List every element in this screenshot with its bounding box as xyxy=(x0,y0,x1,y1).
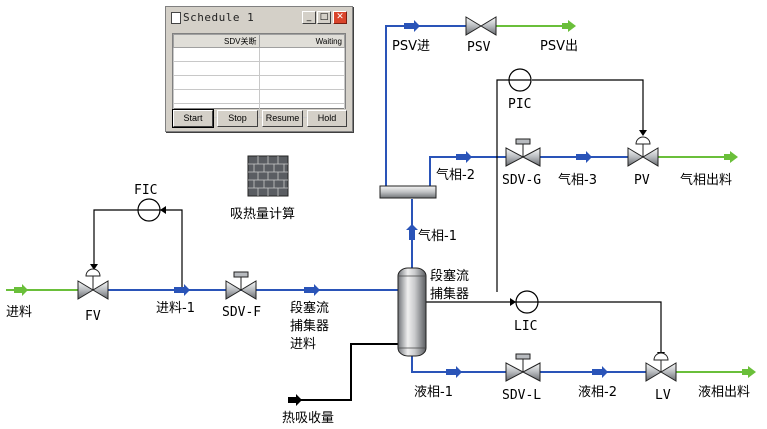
label-liquid-out: 液相出料 xyxy=(698,385,750,400)
heat-line xyxy=(293,343,398,401)
fic-output-line xyxy=(93,209,138,266)
table-header-row: SDV关断 Waiting xyxy=(173,34,345,48)
schedule-grid[interactable]: SDV关断 Waiting xyxy=(172,33,346,118)
psv-valve[interactable] xyxy=(465,16,497,36)
label-gas-out: 气相出料 xyxy=(680,172,732,188)
label-pic: PIC xyxy=(508,97,531,112)
label-gas-phase-2: 气相-2 xyxy=(436,167,475,183)
label-feed-1: 进料-1 xyxy=(156,301,195,316)
label-heat-absorbed: 热吸收量 xyxy=(282,411,334,426)
arrow-gas-out xyxy=(724,151,738,163)
document-icon xyxy=(171,12,181,24)
hold-button[interactable]: Hold xyxy=(307,110,347,127)
sdv-f-valve[interactable] xyxy=(225,271,257,300)
flow-arrows xyxy=(14,20,756,406)
label-slug-catcher-2: 捕集器 xyxy=(430,286,469,302)
table-row[interactable] xyxy=(173,47,345,62)
pic-output-line xyxy=(532,79,644,132)
arrow-gas-1 xyxy=(406,224,418,240)
schedule-title: Schedule 1 xyxy=(183,11,255,24)
schedule-window[interactable]: Schedule 1 _ □ ✕ SDV关断 Waiting Start Sto… xyxy=(165,6,353,132)
maximize-icon[interactable]: □ xyxy=(317,11,331,24)
column-header-waiting: Waiting xyxy=(258,34,345,48)
lv-valve[interactable] xyxy=(645,352,677,382)
lic-controller[interactable] xyxy=(515,290,539,314)
sdv-g-valve[interactable] xyxy=(505,138,541,167)
schedule-table: SDV关断 Waiting xyxy=(173,34,345,118)
pic-measure-line xyxy=(496,79,509,292)
table-row[interactable] xyxy=(173,61,345,76)
arrow-slug-feed xyxy=(304,284,320,296)
close-icon[interactable]: ✕ xyxy=(333,11,347,24)
label-slug-feed-3: 进料 xyxy=(290,337,316,352)
slug-catcher-vessel[interactable] xyxy=(397,267,427,357)
label-gas-phase-3: 气相-3 xyxy=(558,172,597,188)
label-liquid-2: 液相-2 xyxy=(578,385,617,400)
gas-header[interactable] xyxy=(379,185,437,199)
arrow-feed-1 xyxy=(174,284,190,296)
line-liquid-1 xyxy=(411,356,506,373)
arrow-heat xyxy=(288,394,302,406)
stop-button[interactable]: Stop xyxy=(217,110,258,127)
label-fic: FIC xyxy=(134,183,157,198)
label-lv: LV xyxy=(655,388,671,403)
arrow-feed-in xyxy=(14,284,28,296)
pic-controller[interactable] xyxy=(508,68,532,92)
label-feed: 进料 xyxy=(6,305,32,320)
line-gas-phase-2 xyxy=(429,156,506,186)
label-slug-feed-2: 捕集器 xyxy=(290,318,329,334)
table-row[interactable] xyxy=(173,89,345,104)
lic-output-line xyxy=(537,301,662,354)
label-sdv-l: SDV-L xyxy=(502,388,541,403)
arrow-psv-in xyxy=(404,20,420,32)
label-gas-phase-1: 气相-1 xyxy=(418,228,457,244)
arrow-liquid-2 xyxy=(592,366,608,378)
arrow-liquid-1 xyxy=(446,366,462,378)
arrow-liquid-out xyxy=(742,366,756,378)
arrow-gas-3 xyxy=(576,151,592,163)
fv-valve[interactable] xyxy=(77,268,109,300)
label-liquid-1: 液相-1 xyxy=(414,385,453,400)
arrow-gas-2 xyxy=(456,151,472,163)
label-sdv-f: SDV-F xyxy=(222,305,261,320)
label-slug-feed-1: 段塞流 xyxy=(290,300,329,316)
line-psv-in xyxy=(385,25,468,186)
pv-valve[interactable] xyxy=(627,136,659,167)
fic-controller[interactable] xyxy=(137,198,161,222)
label-fv: FV xyxy=(85,309,101,324)
green-lines xyxy=(6,25,752,373)
sdv-l-valve[interactable] xyxy=(505,353,541,382)
arrow-fic-in xyxy=(160,206,166,214)
schedule-titlebar[interactable]: Schedule 1 _ □ ✕ xyxy=(167,8,351,28)
fic-measure-line xyxy=(160,209,183,290)
label-psv: PSV xyxy=(467,40,491,55)
label-lic: LIC xyxy=(514,319,537,334)
table-row[interactable] xyxy=(173,75,345,90)
arrow-lic-in xyxy=(510,298,516,306)
minimize-icon[interactable]: _ xyxy=(302,11,316,24)
label-heat-calc: 吸热量计算 xyxy=(230,207,295,222)
heat-calc-block[interactable] xyxy=(247,155,289,197)
labels: PSV进 PSV PSV出 PIC 气相-2 SDV-G 气相-3 PV 气相出… xyxy=(6,39,750,426)
label-pv: PV xyxy=(634,173,650,188)
label-psv-in: PSV进 xyxy=(392,39,430,54)
label-sdv-g: SDV-G xyxy=(502,173,541,188)
label-psv-out: PSV出 xyxy=(540,39,578,54)
start-button[interactable]: Start xyxy=(172,109,214,128)
arrow-pv-signal xyxy=(639,130,647,136)
arrow-fv-signal xyxy=(90,264,98,270)
resume-button[interactable]: Resume xyxy=(262,110,303,127)
label-slug-catcher-1: 段塞流 xyxy=(430,268,469,284)
signal-lines xyxy=(93,79,662,401)
column-header-sdv: SDV关断 xyxy=(173,34,260,48)
arrow-psv-out xyxy=(562,20,576,32)
